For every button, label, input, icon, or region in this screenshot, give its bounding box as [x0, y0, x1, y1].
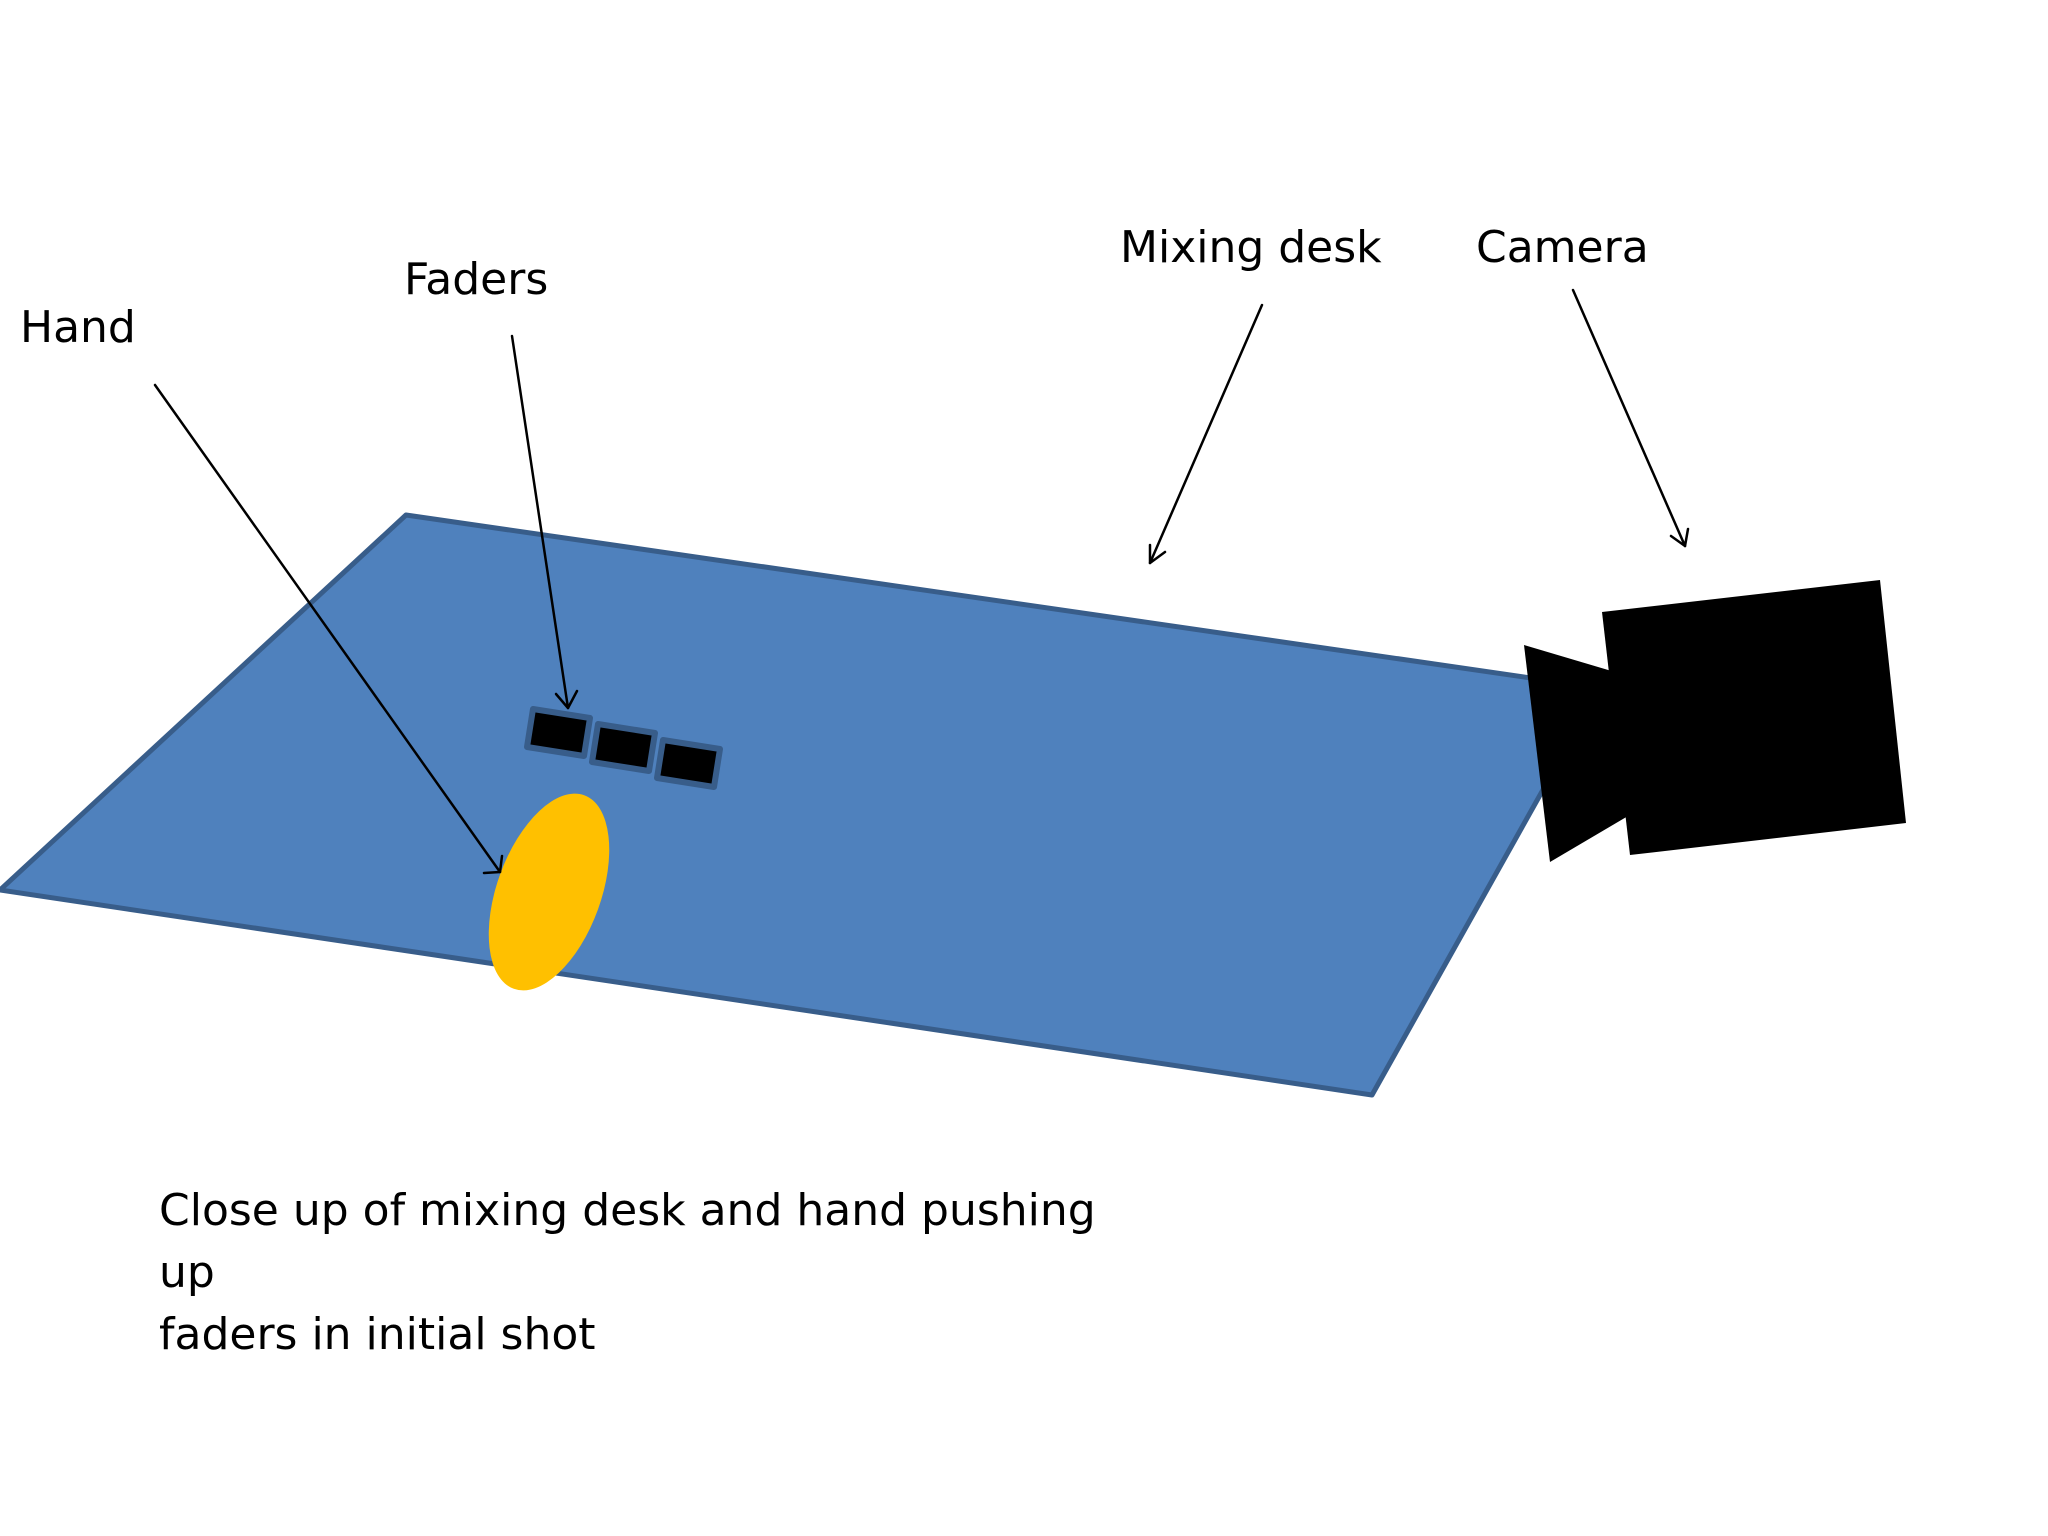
fader-2 [589, 721, 658, 774]
faders-group [524, 706, 723, 790]
caption-line-1: Close up of mixing desk and hand pushing… [159, 1185, 1096, 1298]
camera-icon [1524, 580, 1906, 862]
annotation-arrows [153, 288, 1690, 875]
camera-body [1602, 580, 1906, 855]
arrow-faders [510, 334, 579, 710]
fader-3 [654, 737, 723, 790]
label-camera: Camera [1476, 222, 1649, 273]
mixing-desk-shape [0, 512, 1603, 1098]
label-hand: Hand [20, 302, 136, 353]
hand-shape [488, 793, 610, 991]
label-mixing-desk: Mixing desk [1120, 222, 1382, 273]
arrow-camera [1571, 288, 1690, 548]
caption-line-2: faders in initial shot [159, 1309, 596, 1360]
arrow-hand [153, 383, 504, 875]
shot-caption: Close up of mixing desk and hand pushing… [159, 1180, 1159, 1366]
arrow-mixing-desk [1148, 303, 1264, 565]
fader-1 [524, 706, 593, 759]
label-faders: Faders [404, 254, 549, 305]
